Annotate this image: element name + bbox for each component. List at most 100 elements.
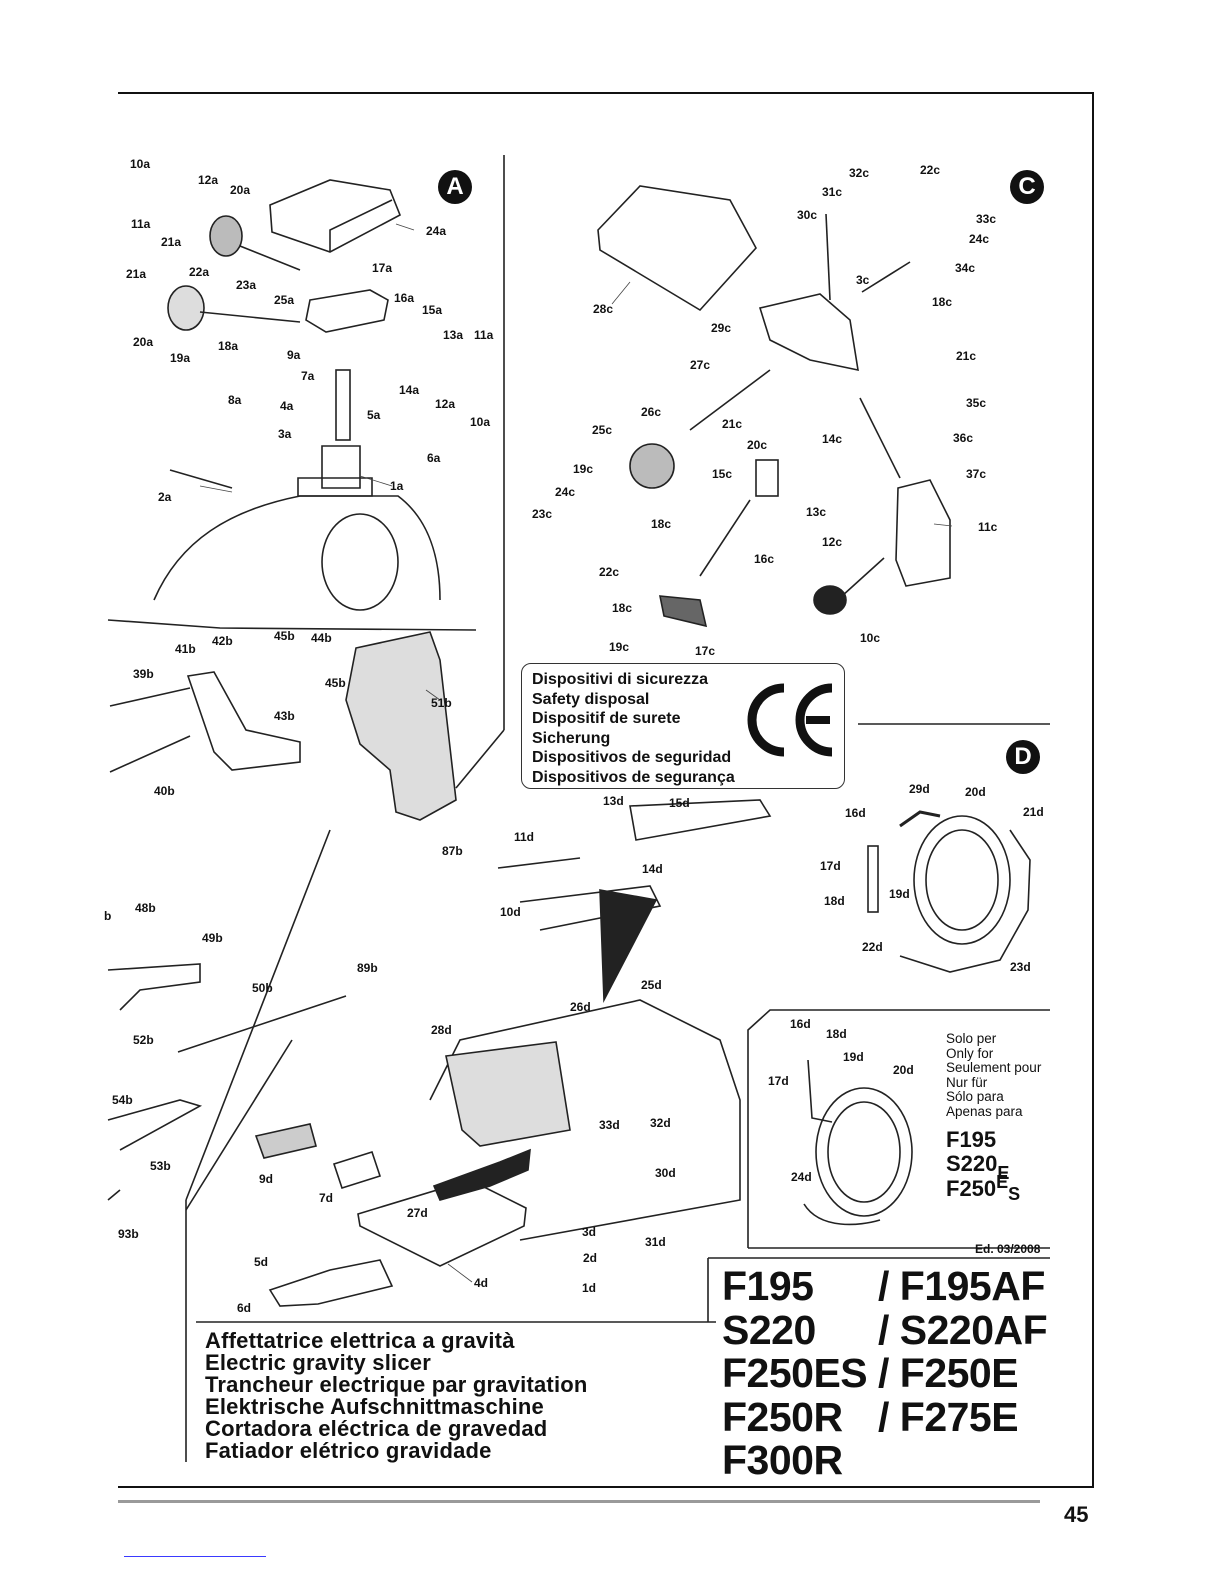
part-label: 1d — [582, 1281, 597, 1295]
part-label: 4d — [474, 1276, 489, 1290]
solo-model-suffix: E — [996, 1172, 1009, 1192]
description-line: Trancheur electrique par gravitation — [205, 1372, 588, 1397]
part-label: 14d — [642, 862, 663, 876]
part-label: 3a — [278, 427, 292, 441]
part-label: 19d — [889, 887, 910, 901]
part-label: 12a — [198, 173, 219, 187]
part-label: 16d — [845, 806, 866, 820]
solo-per-models: F195 S220E F250ES — [946, 1127, 1021, 1205]
part-label: 54b — [112, 1093, 133, 1107]
part-label: 7a — [301, 369, 315, 383]
link-underline — [124, 1556, 266, 1557]
part-label: 11a — [131, 217, 151, 231]
part-label: 20a — [230, 183, 251, 197]
model-name: F195 — [722, 1263, 814, 1309]
part-label: 17c — [695, 644, 716, 658]
part-label: 9d — [259, 1172, 274, 1186]
safety-lines: Dispositivi di sicurezza Safety disposal… — [532, 670, 735, 787]
part-label: 37c — [966, 467, 987, 481]
part-label: 29d — [909, 782, 930, 796]
part-label: 42b — [212, 634, 233, 648]
part-label: 33c — [976, 212, 997, 226]
part-label: 93b — [118, 1227, 139, 1241]
model-row: F250ES/ F250E — [722, 1350, 1047, 1396]
part-label: 23c — [532, 507, 553, 521]
part-label: 13c — [806, 505, 827, 519]
part-label: 36c — [953, 431, 974, 445]
part-label: 22c — [599, 565, 620, 579]
model-name: S220 — [722, 1306, 816, 1353]
part-label: 13a — [443, 328, 464, 342]
part-label: 22d — [862, 940, 883, 954]
part-label: 5a — [367, 408, 381, 422]
solo-model-suffix: S — [1008, 1184, 1021, 1204]
part-label: 53b — [150, 1159, 171, 1173]
part-label: 52b — [133, 1033, 154, 1047]
part-label: 12a — [435, 397, 456, 411]
part-label: 25d — [641, 978, 662, 992]
part-label: 51b — [431, 696, 452, 710]
safety-line: Sicherung — [532, 729, 611, 747]
safety-line: Safety disposal — [532, 690, 650, 708]
safety-disposal-box: Dispositivi di sicurezza Safety disposal… — [521, 663, 845, 789]
part-label: 45b — [274, 629, 295, 643]
part-label: 32d — [650, 1116, 671, 1130]
edition-label: Ed. 03/2008 — [975, 1242, 1041, 1256]
part-label: 20a — [133, 335, 154, 349]
solo-model: S220E — [946, 1151, 1020, 1184]
part-label: 33d — [599, 1118, 620, 1132]
model-row: F300R — [722, 1438, 1047, 1483]
part-label: 16d — [790, 1017, 811, 1031]
part-label: 18a — [218, 339, 239, 353]
part-label: 3d — [582, 1225, 597, 1239]
solo-model-base: S220 — [946, 1151, 998, 1176]
solo-per-line: Sólo para — [946, 1089, 1004, 1105]
part-label: 30c — [797, 208, 818, 222]
solo-per-line: Apenas para — [946, 1103, 1023, 1119]
product-description: Affettatrice elettrica a gravità Electri… — [205, 1330, 588, 1462]
part-label: 32c — [849, 166, 870, 180]
part-label: 19c — [573, 462, 594, 476]
part-label: 18d — [824, 894, 845, 908]
part-label: 7d — [319, 1191, 334, 1205]
part-label: 10d — [500, 905, 521, 919]
part-label: 4a — [280, 399, 294, 413]
safety-line: Dispositivi di sicurezza — [532, 671, 709, 688]
solo-model: F250ES — [946, 1172, 1021, 1204]
part-label: 1a — [390, 479, 404, 493]
part-label: 28d — [431, 1023, 452, 1037]
part-label: 22c — [920, 163, 941, 177]
part-label: 44b — [311, 631, 332, 645]
safety-line: Dispositivos de seguridad — [532, 749, 732, 766]
part-label: 35c — [966, 396, 987, 410]
description-line: Electric gravity slicer — [205, 1350, 431, 1375]
part-label: 18d — [826, 1027, 847, 1041]
safety-line: Dispositif de surete — [532, 710, 681, 727]
part-label: 17d — [820, 859, 841, 873]
part-label: 16a — [394, 291, 415, 305]
part-label: 8a — [228, 393, 242, 407]
solo-model: F195 — [946, 1127, 997, 1152]
part-label: 2a — [158, 490, 172, 504]
part-label: 15c — [712, 467, 733, 481]
model-row: F195/ F195AF — [722, 1263, 1047, 1309]
part-label: 39b — [133, 667, 154, 681]
part-label: 23a — [236, 278, 257, 292]
solo-per-line: Only for — [946, 1045, 994, 1061]
part-label: 20d — [893, 1063, 914, 1077]
model-list: F195/ F195AF S220/ S220AF F250ES/ F250E … — [722, 1263, 1048, 1483]
part-label: 6d — [237, 1301, 252, 1315]
ce-mark-icon — [747, 683, 833, 757]
model-variant: / S220AF — [878, 1306, 1048, 1353]
solo-model-base: F250 — [946, 1176, 997, 1201]
model-variant: / F250E — [878, 1350, 1019, 1396]
part-label: 27d — [407, 1206, 428, 1220]
model-row: S220 / S220AF — [722, 1306, 1048, 1353]
part-label: 23d — [1010, 960, 1031, 974]
part-label: 21c — [956, 349, 977, 363]
section-d-badge: D — [1006, 740, 1040, 774]
part-label: 19c — [609, 640, 630, 654]
part-label: 14a — [399, 383, 420, 397]
part-label: 31c — [822, 185, 843, 199]
